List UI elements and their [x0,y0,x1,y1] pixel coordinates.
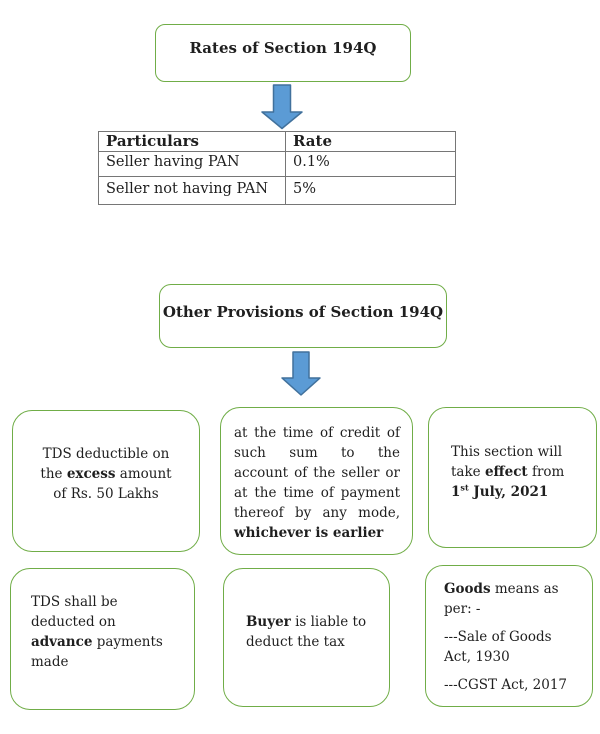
provisions-title-box: Other Provisions of Section 194Q [159,284,447,348]
rates-title-box: Rates of Section 194Q [155,24,411,82]
box-time-of-deduction: at the time of credit of such sum to the… [220,407,413,555]
rates-table-header-row: Particulars Rate [98,131,456,152]
cell-rate-without-pan: 5% [285,176,456,205]
down-arrow-icon [281,351,321,396]
rates-title-label: Rates of Section 194Q [189,39,377,57]
down-arrow-icon [261,84,303,130]
table-header-rate: Rate [285,131,456,152]
rates-table: Particulars Rate Seller having PAN 0.1% … [98,131,456,205]
provisions-title-label: Other Provisions of Section 194Q [162,303,444,321]
down-arrow-shape [261,84,303,130]
cell-seller-not-having-pan: Seller not having PAN [98,176,286,205]
table-header-particulars: Particulars [98,131,286,152]
cell-rate-with-pan: 0.1% [285,151,456,177]
box-time-of-deduction-text: at the time of credit of such sum to the… [234,425,400,541]
cell-seller-having-pan: Seller having PAN [98,151,286,177]
down-arrow-shape [281,351,321,396]
table-row: Seller having PAN 0.1% [98,151,456,177]
table-row: Seller not having PAN 5% [98,176,456,205]
